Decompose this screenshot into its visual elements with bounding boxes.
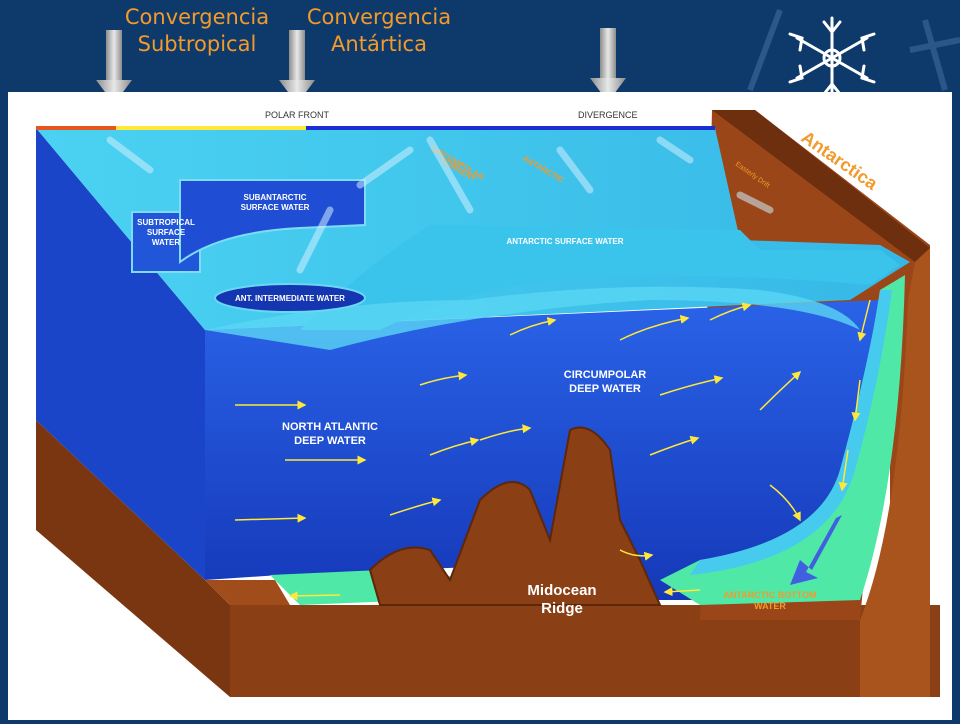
- svg-text:SURFACE WATER: SURFACE WATER: [241, 203, 310, 212]
- surface-strip-orange: [36, 126, 116, 130]
- svg-text:WATER: WATER: [152, 238, 181, 247]
- midocean-ridge: [368, 426, 662, 606]
- antarctica-top: [712, 110, 930, 262]
- subantarctic-surface-label: SUBANTARCTIC SURFACE WATER: [241, 193, 310, 212]
- subantarctic-surface-box: [179, 179, 366, 264]
- seafloor-top-strip: [205, 580, 290, 605]
- surface-strip-yellow: [116, 126, 306, 130]
- deep-water-left: [36, 128, 205, 580]
- antarctic-bottom-label: ANTARCTIC BOTTOM WATER: [723, 590, 816, 611]
- svg-text:ANTARCTIC BOTTOM: ANTARCTIC BOTTOM: [723, 590, 816, 600]
- snowflake-icon: [747, 8, 960, 92]
- surface-flow-arrows: [106, 136, 774, 274]
- svg-text:SURFACE: SURFACE: [147, 228, 186, 237]
- divergence-label: DIVERGENCE: [578, 110, 638, 120]
- deep-water-front: [205, 300, 883, 600]
- arrow-down-icon: [590, 28, 626, 102]
- svg-text:WATER: WATER: [754, 601, 786, 611]
- subtropical-surface-label: SUBTROPICAL SURFACE WATER: [137, 218, 195, 247]
- snowflake-decoration: [747, 8, 960, 100]
- ant-intermediate-lens: [214, 283, 366, 313]
- svg-text:DEEP WATER: DEEP WATER: [294, 435, 366, 447]
- ant-intermediate-label: ANT. INTERMEDIATE WATER: [235, 294, 345, 303]
- ocean-circulation-diagram: POLAR FRONT DIVERGENCE Antarctica Easter…: [36, 110, 940, 697]
- svg-text:Ridge: Ridge: [541, 600, 583, 617]
- north-atlantic-deep-label: NORTH ATLANTIC DEEP WATER: [282, 421, 378, 447]
- antarctic-surface-label: ANTARCTIC SURFACE WATER: [506, 237, 623, 246]
- bottom-water-flow-arrow: [790, 515, 842, 585]
- antarctic-slope: [860, 248, 930, 697]
- svg-text:NORTH ATLANTIC: NORTH ATLANTIC: [282, 421, 378, 433]
- polar-front-label: POLAR FRONT: [265, 110, 330, 120]
- antarctic-bottom-water: [660, 275, 905, 605]
- bottom-water-arrows: [663, 299, 871, 597]
- snowflake-icon: [788, 16, 876, 100]
- convergencia-antartica-label: Convergencia Antártica: [306, 5, 452, 56]
- svg-text:SUBTROPICAL: SUBTROPICAL: [137, 218, 195, 227]
- circumpolar-deep-top: [205, 286, 860, 350]
- seafloor-left: [36, 420, 230, 697]
- midocean-ridge-label: Midocean Ridge: [527, 582, 596, 617]
- antarctic-surface-band: [300, 225, 900, 330]
- diagram-panel: POLAR FRONT DIVERGENCE Antarctica Easter…: [8, 92, 952, 720]
- svg-text:Midocean: Midocean: [527, 582, 596, 599]
- seafloor-front: [230, 605, 940, 697]
- svg-text:CIRCUMPOLAR: CIRCUMPOLAR: [564, 369, 647, 381]
- circumpolar-deep-label: CIRCUMPOLAR DEEP WATER: [564, 369, 647, 395]
- convergencia-subtropical-label: Convergencia Subtropical: [124, 5, 270, 56]
- svg-text:DEEP WATER: DEEP WATER: [569, 383, 641, 395]
- antarctic-bottom-edge: [690, 290, 892, 575]
- svg-text:SUBANTARCTIC: SUBANTARCTIC: [244, 193, 307, 202]
- surface-strip-blue: [306, 126, 715, 130]
- deep-flow-arrows: [234, 302, 802, 601]
